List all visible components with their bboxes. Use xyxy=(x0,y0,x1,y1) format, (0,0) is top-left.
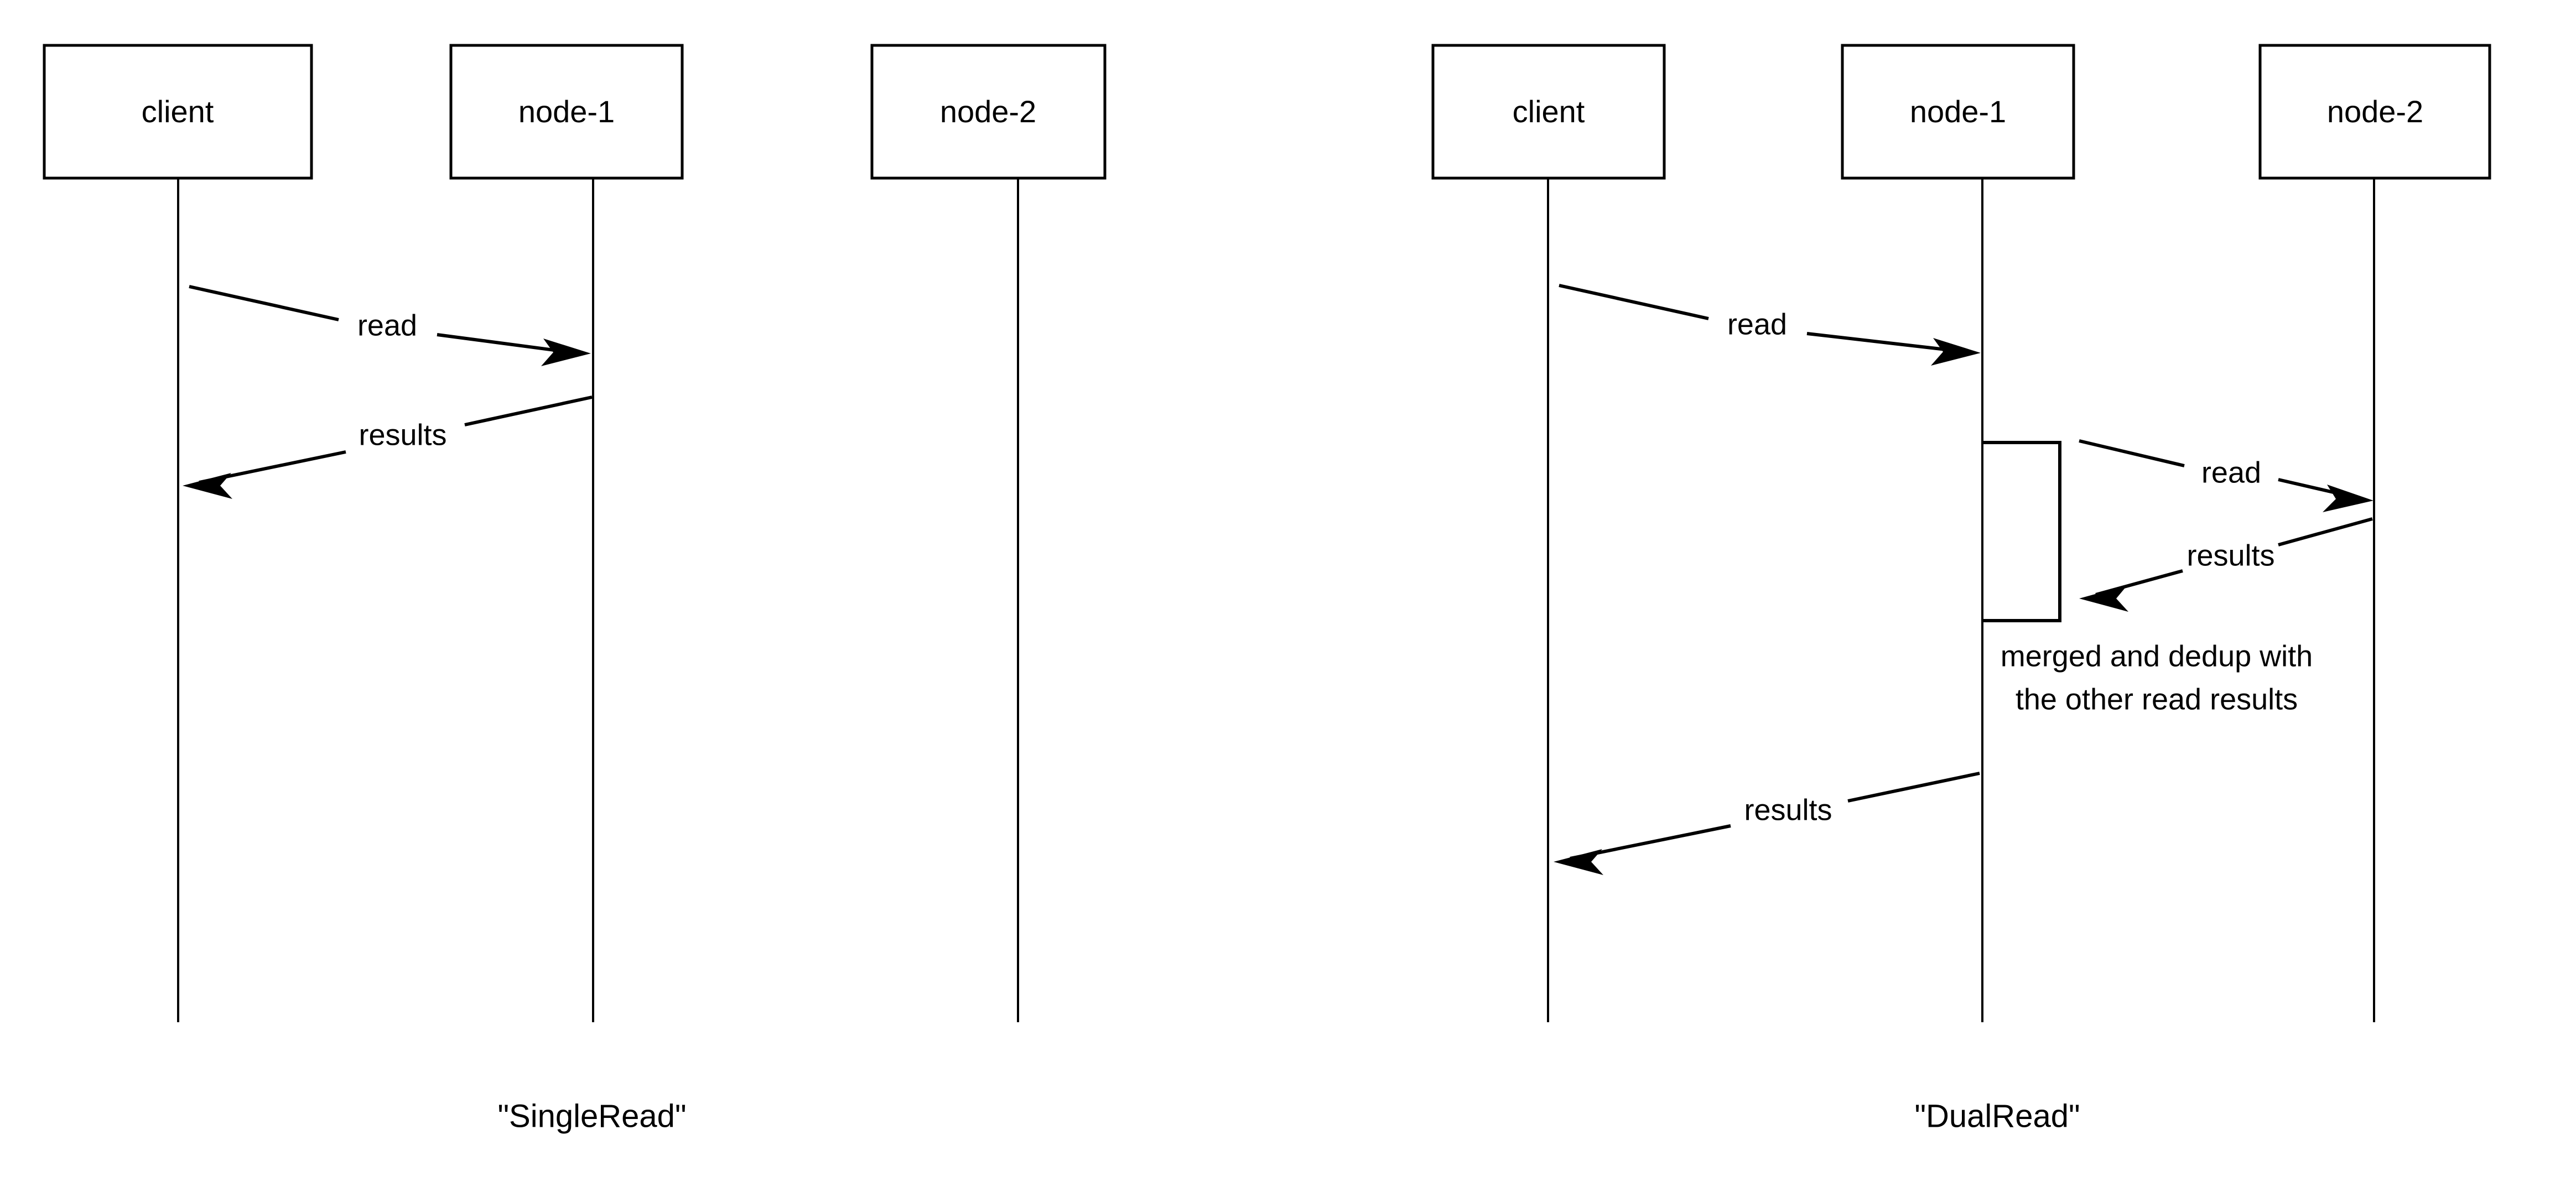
participant-label-client: client xyxy=(1513,94,1585,129)
arrow-head-icon xyxy=(183,473,232,499)
message-label-results: results xyxy=(2187,539,2274,572)
message-label-read: read xyxy=(2201,456,2261,489)
participant-box-client[interactable] xyxy=(1431,44,1666,180)
message-line-segment-left xyxy=(189,285,339,321)
message-line-segment-right xyxy=(1806,332,1966,353)
message-read-client-to-node-1[interactable]: read xyxy=(1559,284,1981,366)
participant-box-node-2[interactable] xyxy=(870,44,1107,180)
message-label-results: results xyxy=(359,418,446,451)
message-label-read: read xyxy=(357,309,417,342)
note-merged-dedup: merged and dedup with the other read res… xyxy=(2001,639,2313,716)
message-label-results: results xyxy=(1744,793,1832,826)
participant-box-node-1[interactable] xyxy=(1841,44,2075,180)
message-results-node-1-to-client[interactable]: results xyxy=(183,395,593,499)
participant-box-node-1[interactable] xyxy=(449,44,684,180)
participant-node-1-single[interactable]: node-1 xyxy=(449,44,684,1022)
arrow-head-icon xyxy=(1554,849,1603,875)
message-read-node-1-to-node-2[interactable]: read xyxy=(2079,439,2374,512)
panel-caption-dual-read: "DualRead" xyxy=(1914,1098,2080,1134)
activation-outline xyxy=(1982,441,2061,622)
participant-node-2-single[interactable]: node-2 xyxy=(870,44,1107,1022)
message-results-node-1-to-client[interactable]: results xyxy=(1554,772,1980,875)
arrow-head-icon xyxy=(2079,585,2128,612)
message-line-segment-left xyxy=(1559,284,1709,320)
arrow-head-icon xyxy=(1931,338,1981,366)
participant-label-node-2: node-2 xyxy=(940,94,1036,129)
arrow-head-icon xyxy=(541,339,591,366)
participant-label-client: client xyxy=(142,94,214,129)
message-line-segment-left xyxy=(2079,439,2185,467)
message-results-node-2-to-node-1[interactable]: results xyxy=(2079,517,2373,612)
message-line-segment-right xyxy=(2278,517,2373,547)
activation-box-node-1 xyxy=(1982,441,2061,622)
note-line-1: merged and dedup with xyxy=(2001,639,2313,673)
message-line-segment-right xyxy=(464,395,593,426)
participant-box-client[interactable] xyxy=(43,44,313,180)
participant-box-node-2[interactable] xyxy=(2258,44,2491,180)
participant-label-node-1: node-1 xyxy=(1910,94,2006,129)
participant-node-1-dual[interactable]: node-1 xyxy=(1841,44,2075,1022)
panel-single-read: client node-1 node-2 read xyxy=(43,44,1107,1134)
message-line-segment-right xyxy=(1847,772,1980,803)
participant-label-node-1: node-1 xyxy=(518,94,615,129)
panel-dual-read: client node-1 node-2 xyxy=(1431,44,2491,1134)
participant-client-dual[interactable]: client xyxy=(1431,44,1666,1022)
note-line-2: the other read results xyxy=(2016,683,2298,716)
message-label-read: read xyxy=(1727,308,1787,341)
panel-caption-single-read: "SingleRead" xyxy=(497,1098,686,1134)
message-read-client-to-node-1[interactable]: read xyxy=(189,285,591,366)
participant-label-node-2: node-2 xyxy=(2327,94,2423,129)
arrow-head-icon xyxy=(2323,485,2374,512)
participant-client-single[interactable]: client xyxy=(43,44,313,1022)
participant-node-2-dual[interactable]: node-2 xyxy=(2258,44,2491,1022)
